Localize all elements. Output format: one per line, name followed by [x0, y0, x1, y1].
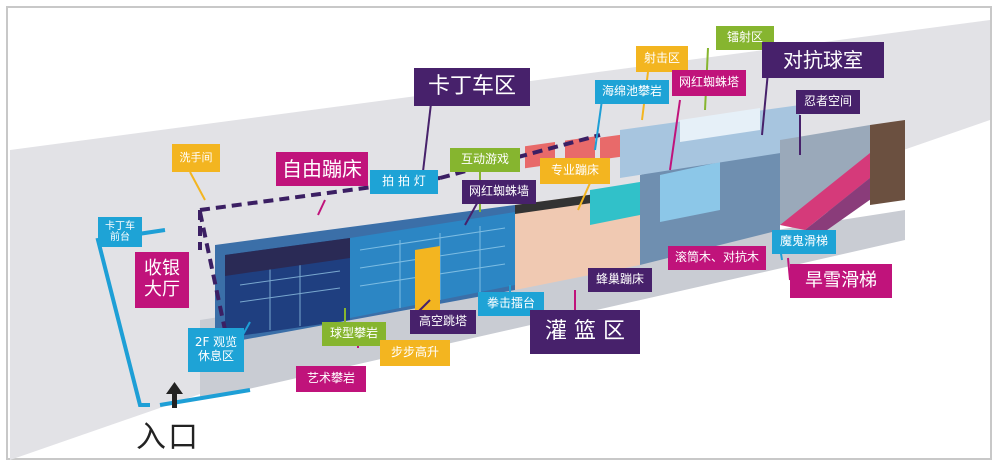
- kart-zone-label: 卡丁车区: [414, 68, 530, 106]
- signage-wall: [225, 238, 350, 276]
- up-arrow-icon: [166, 382, 183, 408]
- shooting-zone-label: 射击区: [636, 46, 688, 72]
- dry-snow-slide-label: 旱雪滑梯: [790, 264, 892, 298]
- entrance-label: 入口: [136, 420, 200, 455]
- high-jump-tower-label: 高空跳塔: [410, 310, 476, 334]
- dodgeball-room-label: 对抗球室: [762, 42, 884, 78]
- ninja-space-label: 忍者空间: [796, 90, 860, 114]
- rest-area-label: 2F 观览 休息区: [188, 328, 244, 372]
- foam-pit-climb-label: 海绵池攀岩: [595, 80, 669, 104]
- spider-wall-label: 网红蜘蛛墙: [462, 180, 536, 204]
- photo-light-label: 拍 拍 灯: [370, 170, 438, 194]
- image-frame: [6, 6, 992, 460]
- washroom-label: 洗手间: [172, 144, 220, 172]
- laser-zone-label: 镭射区: [716, 26, 774, 50]
- art-climb-label: 艺术攀岩: [296, 366, 366, 392]
- ball-climb-label: 球型攀岩: [322, 322, 386, 346]
- high-jump-tower: [415, 246, 440, 318]
- pro-trampoline-label: 专业蹦床: [540, 158, 610, 184]
- honeycomb-trampoline-label: 蜂巢蹦床: [588, 268, 652, 292]
- magic-slide-label: 魔鬼滑梯: [772, 230, 836, 254]
- front-cashier-label: 卡丁车 前台: [98, 217, 142, 247]
- free-trampoline-label: 自由蹦床: [276, 152, 368, 186]
- lobby-label: 收银 大厅: [135, 252, 189, 308]
- spider-tower-label: 网红蜘蛛塔: [672, 70, 746, 96]
- interactive-games-label: 互动游戏: [450, 148, 520, 172]
- step-up-label: 步步高升: [380, 340, 450, 366]
- log-battle-label: 滚筒木、对抗木: [668, 246, 766, 270]
- basketball-zone-label: 灌 篮 区: [530, 310, 640, 354]
